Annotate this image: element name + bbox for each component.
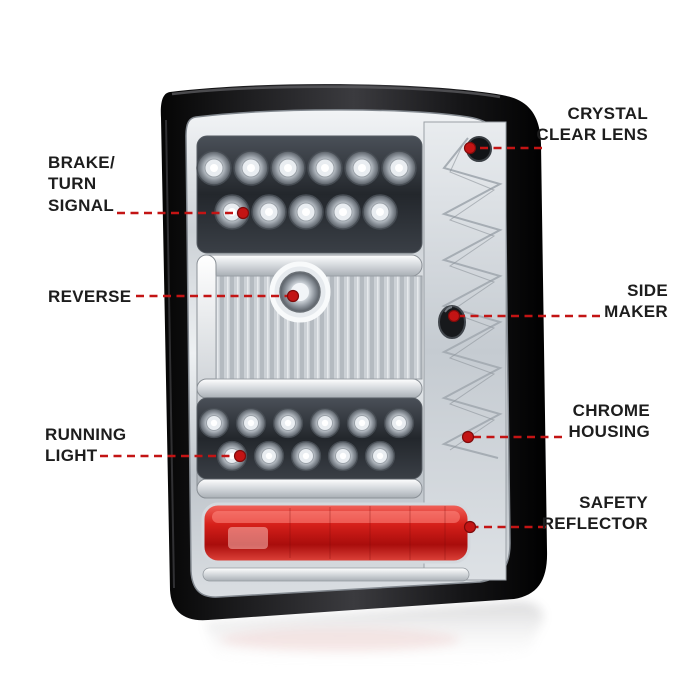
callout-label-brake-turn-signal: BRAKE/ TURN SIGNAL: [48, 153, 115, 215]
floor-reflection: [205, 601, 544, 669]
callout-label-running-light: RUNNING LIGHT: [45, 425, 127, 466]
brake-turn-signal-led-panel: [196, 135, 423, 254]
callout-dot-safety-reflector: [463, 520, 477, 534]
callout-dot-chrome-housing: [461, 430, 475, 444]
safety-reflector-bar: [201, 502, 471, 582]
callout-dot-crystal-clear-lens: [463, 141, 477, 155]
running-light-led-panel: [196, 397, 423, 480]
callout-label-chrome-housing: CHROME HOUSING: [568, 401, 650, 442]
callout-dot-brake-turn-signal: [236, 206, 250, 220]
callout-dot-running-light: [233, 449, 247, 463]
callout-dot-reverse: [286, 289, 300, 303]
callout-dots: [233, 141, 477, 534]
callout-label-crystal-clear-lens: CRYSTAL CLEAR LENS: [536, 104, 648, 145]
reverse-light-section: [215, 261, 423, 380]
callout-label-safety-reflector: SAFETY REFLECTOR: [541, 493, 648, 534]
callout-label-reverse: REVERSE: [48, 287, 132, 306]
callout-lines: [100, 146, 600, 529]
callout-label-side-maker: SIDE MAKER: [604, 281, 668, 322]
callout-dot-side-maker: [447, 309, 461, 323]
